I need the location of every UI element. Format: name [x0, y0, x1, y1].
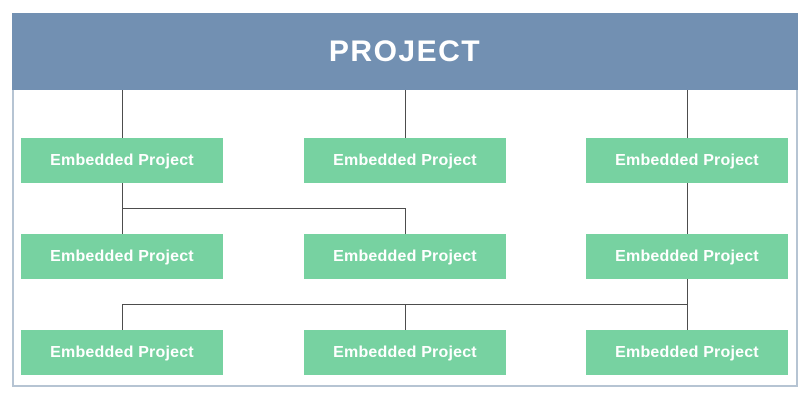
node-label: Embedded Project — [333, 343, 477, 361]
project-title: PROJECT — [328, 34, 482, 68]
node-label: Embedded Project — [50, 151, 194, 169]
connector-header-r1c3 — [687, 90, 688, 138]
connector-drop-r3c1 — [122, 304, 123, 330]
node-label: Embedded Project — [333, 247, 477, 265]
connector-drop-r3c2 — [405, 304, 406, 330]
node-r3c1: Embedded Project — [21, 330, 223, 375]
node-r2c3: Embedded Project — [586, 234, 788, 279]
connector-header-r1c1 — [122, 90, 123, 138]
node-r1c3: Embedded Project — [586, 138, 788, 183]
connector-branch-r2c2-drop — [405, 208, 406, 234]
node-r1c1: Embedded Project — [21, 138, 223, 183]
node-r3c2: Embedded Project — [304, 330, 506, 375]
connector-header-r1c2 — [405, 90, 406, 138]
node-label: Embedded Project — [615, 343, 759, 361]
node-label: Embedded Project — [333, 151, 477, 169]
node-r3c3: Embedded Project — [586, 330, 788, 375]
node-label: Embedded Project — [50, 343, 194, 361]
node-r2c1: Embedded Project — [21, 234, 223, 279]
connector-branch-r2c2-horizontal — [122, 208, 406, 209]
node-r2c2: Embedded Project — [304, 234, 506, 279]
node-r1c2: Embedded Project — [304, 138, 506, 183]
node-label: Embedded Project — [615, 151, 759, 169]
project-header: PROJECT — [12, 13, 798, 90]
node-label: Embedded Project — [615, 247, 759, 265]
node-label: Embedded Project — [50, 247, 194, 265]
connector-r1c3-r2c3 — [687, 183, 688, 234]
